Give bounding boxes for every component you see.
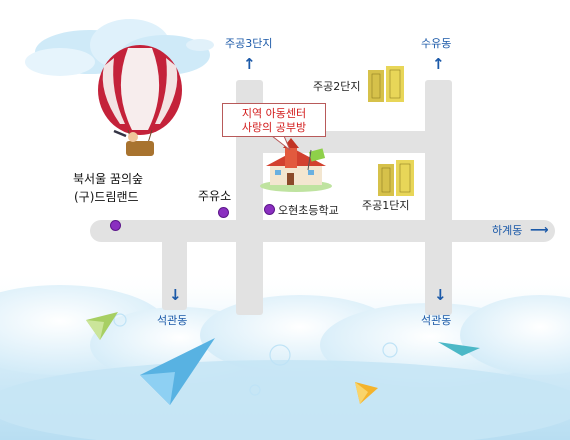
school-building-illustration bbox=[260, 138, 332, 192]
paper-plane-yellow-illustration bbox=[355, 382, 378, 404]
hot-air-balloon-illustration bbox=[98, 45, 182, 156]
school-label: 오현초등학교 bbox=[264, 204, 339, 217]
paper-plane-large-illustration bbox=[140, 338, 215, 405]
bottom-clouds bbox=[0, 270, 570, 440]
direction-south-right-label: 석관동 bbox=[421, 314, 452, 327]
arrow-up-icon: ↑ bbox=[432, 55, 445, 73]
callout-line-1: 지역 아동센터 bbox=[241, 107, 307, 120]
arrow-up-icon: ↑ bbox=[243, 55, 256, 73]
school-label-text: 오현초등학교 bbox=[278, 204, 339, 217]
forest-label: 북서울 꿈의숲 bbox=[73, 172, 144, 186]
direction-east-label: 하계동 bbox=[492, 224, 523, 237]
arrow-right-icon: ⟶ bbox=[530, 223, 549, 238]
direction-south-left-label: 석관동 bbox=[157, 314, 188, 327]
arrow-down-icon: ↓ bbox=[434, 286, 447, 304]
apartment-2-label: 주공2단지 bbox=[313, 80, 361, 93]
gas-station-marker-icon bbox=[218, 207, 229, 218]
paper-plane-green-illustration bbox=[86, 312, 118, 340]
center-callout-box: 지역 아동센터 사랑의 공부방 bbox=[222, 103, 326, 137]
apartment-2-illustration bbox=[368, 66, 404, 102]
gas-station-label: 주유소 bbox=[198, 189, 232, 203]
apartment-1-label: 주공1단지 bbox=[362, 199, 410, 212]
roads bbox=[90, 80, 555, 315]
callout-line-2: 사랑의 공부방 bbox=[241, 121, 307, 134]
arrow-down-icon: ↓ bbox=[169, 286, 182, 304]
dreamland-label: (구)드림랜드 bbox=[74, 190, 139, 204]
direction-north-left-label: 주공3단지 bbox=[225, 37, 273, 50]
direction-north-right-label: 수유동 bbox=[421, 37, 452, 50]
paper-plane-teal-illustration bbox=[438, 342, 480, 356]
school-marker-icon bbox=[264, 204, 275, 215]
dreamland-marker-icon bbox=[110, 220, 121, 231]
apartment-1-illustration bbox=[378, 160, 414, 196]
